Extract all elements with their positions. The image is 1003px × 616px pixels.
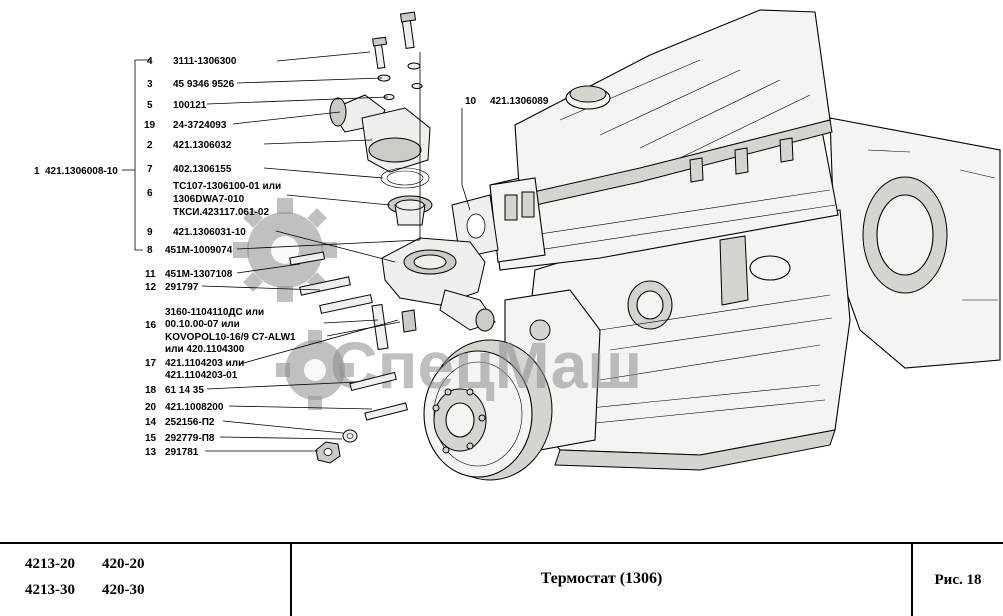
callout-code: 291781: [165, 447, 199, 458]
callout-code: ТКСИ.423117.061-02: [173, 207, 269, 218]
callout-number: 19: [144, 120, 156, 131]
callout-number: 18: [145, 385, 157, 396]
callout-number: 14: [145, 417, 157, 428]
callout-number: 17: [145, 358, 157, 369]
callout-code: 421.1104203 или: [165, 358, 244, 369]
callout-code: 451М-1009074: [165, 245, 233, 256]
callout-number: 6: [147, 188, 153, 199]
leader-lines: [122, 51, 471, 452]
callout-code: 61 14 35: [165, 385, 204, 396]
callout-code: 100121: [173, 100, 207, 111]
callout-code-1: 421.1306008-10: [45, 166, 118, 177]
callout-number: 9: [147, 227, 153, 238]
callout-code: 252156-П2: [165, 417, 215, 428]
callout-code: 421.1306089: [490, 96, 549, 107]
callout-number: 12: [145, 282, 157, 293]
model-code: 4213-20: [25, 556, 75, 572]
callout-number: 20: [145, 402, 157, 413]
callout-code: 421.1104203-01: [165, 370, 238, 381]
engine-models-cell: 4213-20 420-20 4213-30 420-30: [0, 544, 292, 616]
drawing-title-cell: Термостат (1306): [292, 544, 913, 616]
figure-number: Рис. 18: [934, 572, 982, 588]
figure-number-cell: Рис. 18: [913, 544, 1003, 616]
callout-code: 402.1306155: [173, 164, 232, 175]
title-block: 4213-20 420-20 4213-30 420-30 Термостат …: [0, 542, 1003, 616]
callout-code: 451М-1307108: [165, 269, 233, 280]
callout-code: 45 9346 9526: [173, 79, 235, 90]
callout-number: 4: [147, 56, 153, 67]
callout-code: 1306DWA7-010: [173, 194, 245, 205]
callout-code: 00.10.00-07 или: [165, 319, 240, 330]
model-code: 420-30: [102, 582, 145, 598]
callout-number: 13: [145, 447, 157, 458]
callout-code: KOVOPOL10-16/9 C7-ALW1: [165, 332, 296, 343]
callout-code: 291797: [165, 282, 199, 293]
callout-number: 2: [147, 140, 153, 151]
callout-code: ТС107-1306100-01 или: [173, 181, 281, 192]
callout-code: 24-3724093: [173, 120, 227, 131]
callout-code: 421.1008200: [165, 402, 224, 413]
callout-code: 3160-1104110ДС или: [165, 307, 264, 318]
model-code: 4213-30: [25, 582, 75, 598]
callout-number: 7: [147, 164, 153, 175]
callout-number: 8: [147, 245, 153, 256]
engine-block-illustration: [489, 9, 1001, 471]
callout-number: 10: [465, 96, 477, 107]
callout-number: 5: [147, 100, 153, 111]
crankshaft-pulley-illustration: [423, 339, 553, 481]
thermostat-parts-illustration: [289, 11, 499, 464]
model-code: 420-20: [102, 556, 145, 572]
callout-labels: 1 421.1306008-10 4 3111-1306300 3 45 934…: [34, 56, 549, 458]
callout-number: 16: [145, 320, 157, 331]
callout-code: 3111-1306300: [173, 56, 237, 67]
callout-code: 421.1306031-10: [173, 227, 246, 238]
callout-number: 11: [145, 269, 156, 280]
callout-number: 15: [145, 433, 157, 444]
callout-number-1: 1: [34, 166, 40, 177]
callout-number: 3: [147, 79, 153, 90]
callout-code: 421.1306032: [173, 140, 232, 151]
exploded-parts-diagram: СпецМаш: [34, 9, 1001, 481]
drawing-title: Термостат (1306): [540, 570, 663, 587]
callout-code: 292779-П8: [165, 433, 215, 444]
callout-code: или 420.1104300: [165, 344, 245, 355]
